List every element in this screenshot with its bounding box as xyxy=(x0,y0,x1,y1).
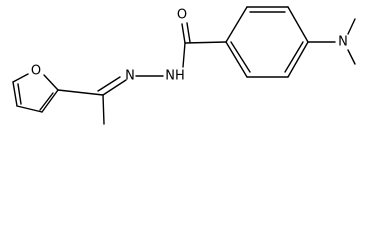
hydrazone-linker xyxy=(57,22,227,125)
bond xyxy=(102,94,105,125)
bond xyxy=(225,41,248,78)
bond xyxy=(225,6,248,43)
bond xyxy=(41,89,59,113)
bond xyxy=(347,18,356,35)
bond xyxy=(12,73,29,83)
chemical-structure-drawing: O O N NH N xyxy=(12,6,356,125)
dimethylamino-nitrogen-label: N xyxy=(338,35,348,50)
bond xyxy=(284,41,304,73)
bond xyxy=(57,89,104,96)
benzene-ring xyxy=(225,6,309,78)
hydrazone-nitrogen-label: N xyxy=(125,69,135,84)
bond xyxy=(17,83,22,105)
bond xyxy=(182,42,186,68)
dimethylamino-group xyxy=(307,18,356,65)
bond xyxy=(287,41,309,78)
bond xyxy=(12,81,18,107)
bond xyxy=(102,79,127,96)
bond xyxy=(184,41,227,44)
carbonyl-oxygen-label: O xyxy=(177,8,187,23)
bond xyxy=(287,6,309,43)
bond xyxy=(347,49,356,65)
bond xyxy=(43,74,59,91)
bond xyxy=(181,23,186,44)
amide-nh-label: NH xyxy=(165,69,185,84)
bond xyxy=(97,76,121,92)
bond xyxy=(39,92,54,111)
furan-ring xyxy=(12,73,59,113)
bond xyxy=(186,22,191,43)
bond xyxy=(16,105,43,113)
bond xyxy=(230,41,251,73)
furan-oxygen-label: O xyxy=(31,64,41,79)
